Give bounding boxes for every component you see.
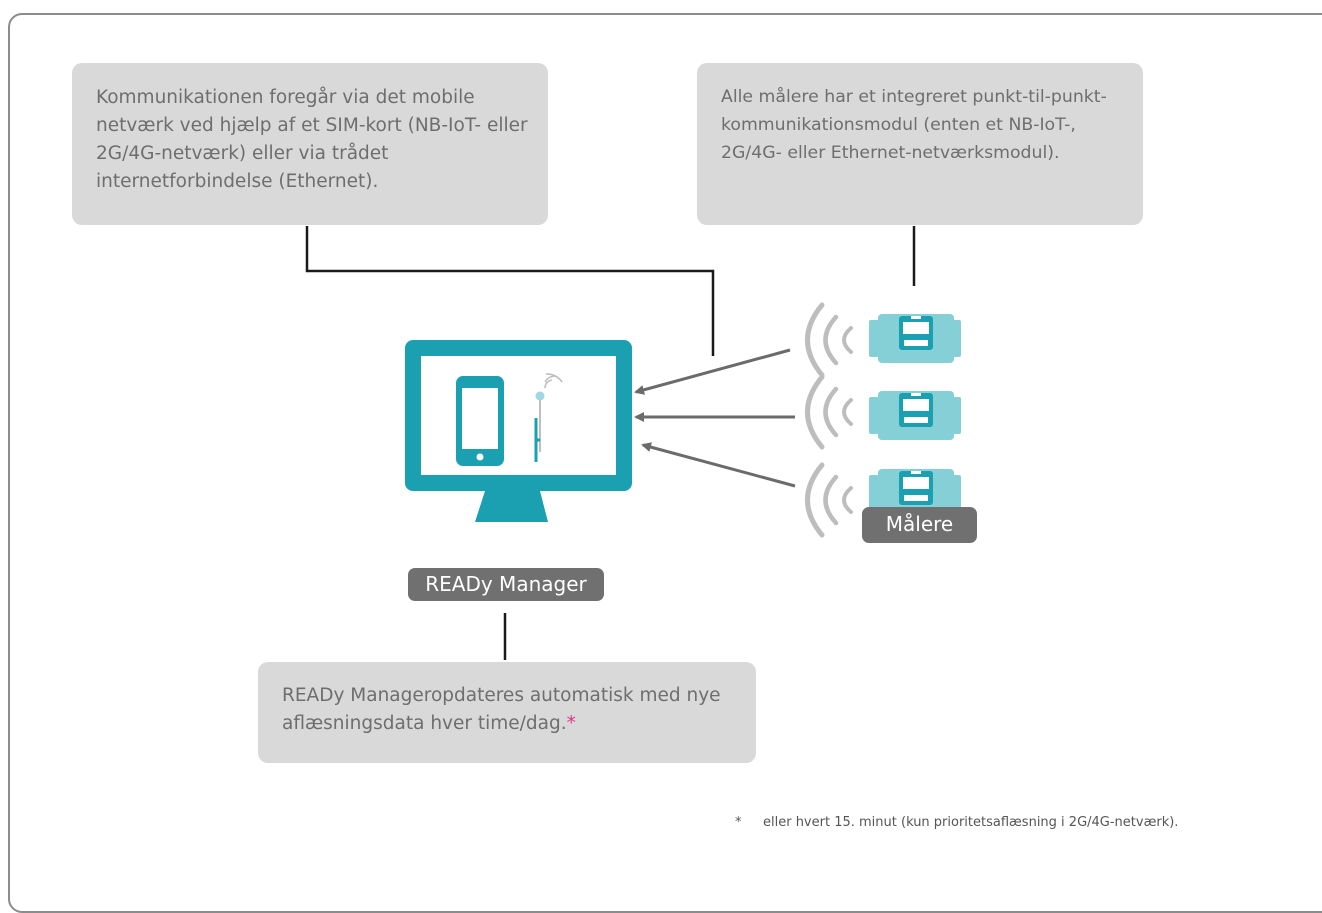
diagram-graphics (305, 226, 961, 660)
communication-info-box: Kommunikationen foregår via det mobile n… (72, 63, 548, 225)
meters (869, 314, 961, 518)
antenna-icon (534, 373, 563, 462)
communication-info-text: Kommunikationen foregår via det mobile n… (96, 87, 528, 192)
meters-label: Målere (862, 507, 977, 543)
arrow-meter-3 (641, 442, 796, 488)
smartphone-icon (456, 376, 504, 466)
wireless-signal-icon (805, 302, 853, 378)
meter-icon (869, 391, 961, 440)
wireless-signal-icon (805, 374, 853, 450)
meter-module-info-text: Alle målere har et integreret punkt-til-… (721, 87, 1107, 163)
ready-update-info-text: READy Manageropdateres automatisk med ny… (282, 685, 721, 734)
connector-lines (305, 226, 916, 660)
footnote-star: * (735, 815, 742, 830)
data-arrows (634, 348, 796, 488)
ready-manager-label: READy Manager (408, 568, 604, 601)
monitor-icon (405, 340, 632, 522)
footnote: * eller hvert 15. minut (kun prioritetsaf… (735, 815, 1178, 830)
meter-icon (869, 314, 961, 363)
ready-update-info-box: READy Manageropdateres automatisk med ny… (258, 662, 756, 763)
wireless-signal-icon (805, 462, 853, 538)
meter-icon (869, 469, 961, 518)
comm-connector (305, 226, 715, 356)
footnote-text: eller hvert 15. minut (kun prioritetsafl… (763, 815, 1179, 830)
meter-module-info-box: Alle målere har et integreret punkt-til-… (697, 63, 1143, 225)
wireless-signals (805, 302, 853, 538)
arrow-meter-1 (634, 348, 791, 395)
footnote-marker: * (566, 713, 576, 734)
